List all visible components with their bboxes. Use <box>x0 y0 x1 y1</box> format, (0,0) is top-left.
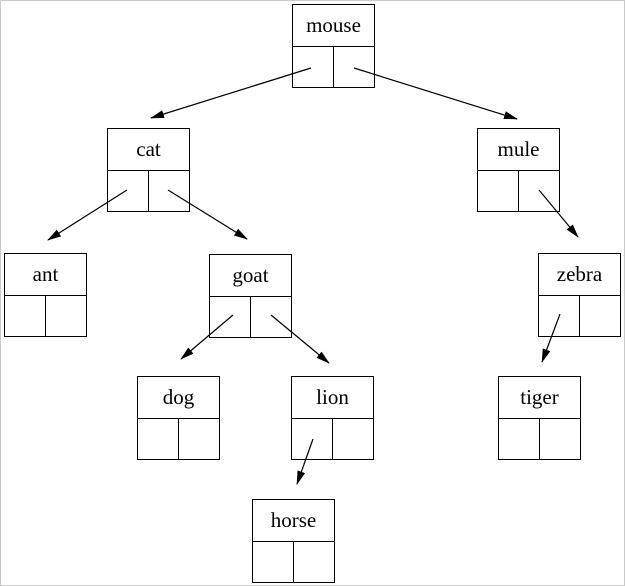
left-pointer-cell <box>253 542 294 582</box>
right-pointer-cell <box>46 296 86 336</box>
left-pointer-cell <box>108 171 149 211</box>
node-label: goat <box>210 255 291 297</box>
pointer-cells <box>292 419 373 459</box>
tree-node-ant: ant <box>4 253 87 337</box>
node-label: tiger <box>499 377 580 419</box>
node-label: horse <box>253 500 334 542</box>
tree-node-zebra: zebra <box>538 253 621 337</box>
left-pointer-cell <box>138 419 179 459</box>
left-pointer-cell <box>292 419 333 459</box>
right-pointer-cell <box>519 171 559 211</box>
node-label: dog <box>138 377 219 419</box>
tree-node-mouse: mouse <box>292 4 375 88</box>
tree-node-horse: horse <box>252 499 335 583</box>
right-pointer-cell <box>149 171 189 211</box>
node-label: zebra <box>539 254 620 296</box>
right-pointer-cell <box>179 419 219 459</box>
tree-node-dog: dog <box>137 376 220 460</box>
left-pointer-cell <box>499 419 540 459</box>
left-pointer-cell <box>5 296 46 336</box>
pointer-cells <box>539 296 620 336</box>
left-pointer-cell <box>478 171 519 211</box>
pointer-cells <box>138 419 219 459</box>
node-label: ant <box>5 254 86 296</box>
node-label: lion <box>292 377 373 419</box>
tree-node-tiger: tiger <box>498 376 581 460</box>
right-pointer-cell <box>580 296 620 336</box>
pointer-cells <box>5 296 86 336</box>
right-pointer-cell <box>251 297 291 337</box>
tree-node-mule: mule <box>477 128 560 212</box>
pointer-cells <box>478 171 559 211</box>
pointer-cells <box>293 47 374 87</box>
left-pointer-cell <box>539 296 580 336</box>
pointer-cells <box>108 171 189 211</box>
right-pointer-cell <box>333 419 373 459</box>
right-pointer-cell <box>294 542 334 582</box>
tree-node-lion: lion <box>291 376 374 460</box>
pointer-cells <box>210 297 291 337</box>
right-pointer-cell <box>334 47 374 87</box>
node-label: mouse <box>293 5 374 47</box>
pointer-cells <box>499 419 580 459</box>
tree-node-goat: goat <box>209 254 292 338</box>
left-pointer-cell <box>210 297 251 337</box>
node-label: cat <box>108 129 189 171</box>
pointer-cells <box>253 542 334 582</box>
tree-node-cat: cat <box>107 128 190 212</box>
right-pointer-cell <box>540 419 580 459</box>
node-label: mule <box>478 129 559 171</box>
left-pointer-cell <box>293 47 334 87</box>
